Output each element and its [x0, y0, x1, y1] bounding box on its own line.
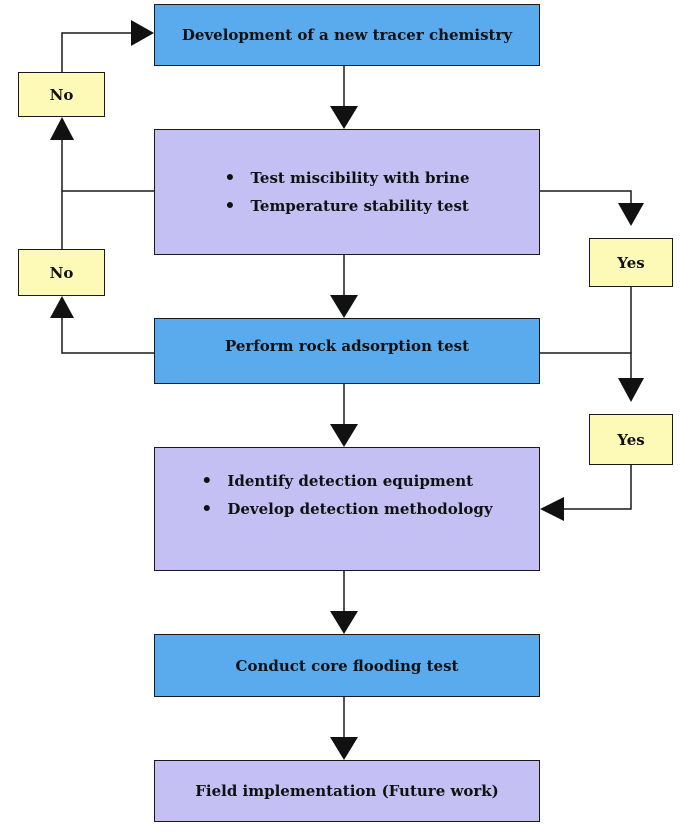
arrowhead-down-icon — [618, 378, 644, 402]
connector-adsorption-to-yes-lower — [540, 352, 632, 378]
arrowhead-up-icon — [50, 117, 74, 140]
step-rock-adsorption: Perform rock adsorption test — [154, 318, 540, 384]
detection-item: Develop detection methodology — [201, 499, 492, 519]
arrowhead-down-icon — [330, 424, 358, 447]
arrowhead-down-icon — [330, 295, 358, 318]
step-detection: Identify detection equipment Develop det… — [154, 447, 540, 571]
arrowhead-up-icon — [50, 296, 74, 318]
step-compatibility-checks: Test miscibility with brine Temperature … — [154, 129, 540, 255]
check-item: Test miscibility with brine — [224, 168, 469, 188]
step-label: Field implementation (Future work) — [195, 782, 499, 800]
connector-checks-to-no-upper — [61, 140, 154, 192]
decision-label: No — [49, 85, 74, 104]
step-new-tracer-chemistry: Development of a new tracer chemistry — [154, 4, 540, 66]
decision-no-lower: No — [18, 249, 105, 296]
step-field-implementation: Field implementation (Future work) — [154, 760, 540, 822]
decision-yes-lower: Yes — [589, 414, 673, 465]
step-core-flooding: Conduct core flooding test — [154, 634, 540, 697]
arrowhead-down-icon — [330, 106, 358, 129]
detection-item: Identify detection equipment — [201, 471, 492, 491]
arrowhead-right-icon — [131, 20, 154, 46]
check-list: Test miscibility with brine Temperature … — [224, 159, 469, 225]
arrowhead-down-icon — [330, 611, 358, 634]
decision-label: Yes — [617, 253, 645, 272]
check-item: Temperature stability test — [224, 196, 469, 216]
connector-yes-lower-to-detection — [564, 465, 632, 510]
connector-checks-to-yes-upper — [540, 190, 632, 203]
decision-no-upper: No — [18, 72, 105, 117]
arrowhead-down-icon — [618, 203, 644, 226]
step-label: Conduct core flooding test — [235, 656, 459, 675]
decision-yes-upper: Yes — [589, 238, 673, 287]
connector-adsorption-to-no-lower — [61, 318, 154, 354]
decision-label: No — [49, 263, 74, 282]
step-label: Development of a new tracer chemistry — [181, 26, 513, 44]
arrowhead-down-icon — [330, 737, 358, 760]
decision-label: Yes — [617, 430, 645, 449]
connector-no-upper-to-chem — [61, 32, 131, 72]
detection-list: Identify detection equipment Develop det… — [201, 462, 492, 528]
arrowhead-left-icon — [540, 497, 564, 521]
step-label: Perform rock adsorption test — [224, 337, 470, 355]
